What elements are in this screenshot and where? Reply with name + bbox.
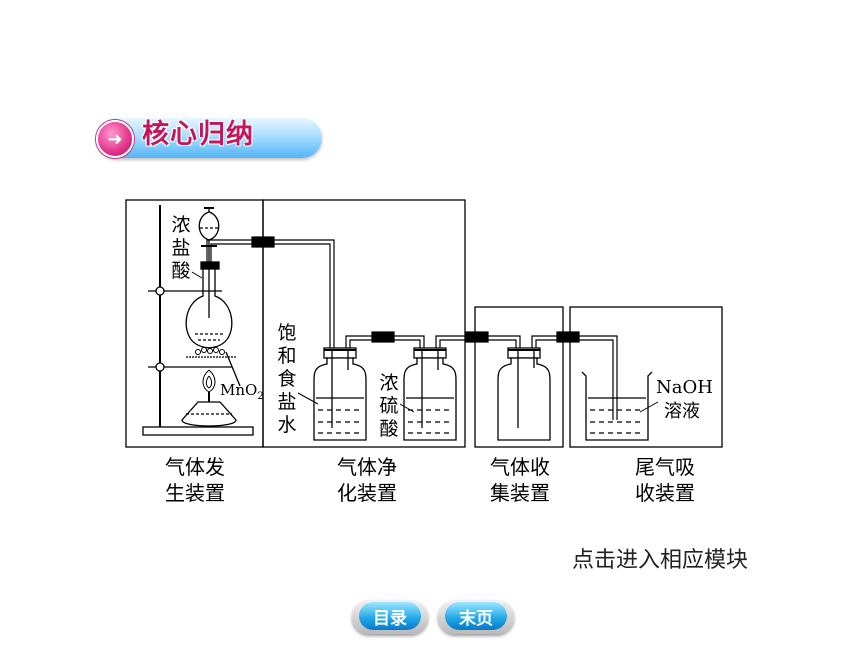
label-conc-hcl: 浓盐酸 (170, 214, 192, 283)
absorption-beaker (581, 371, 653, 441)
caption-absorption: 尾气吸 收装置 (610, 454, 720, 506)
alcohol-lamp (181, 369, 237, 427)
caption-purification: 气体净 化装置 (312, 454, 422, 506)
label-saturated-brine-text: 饱和食盐水 (277, 322, 297, 436)
caption-purification-line1: 气体净 (337, 455, 397, 479)
caption-collection-line1: 气体收 (490, 455, 550, 479)
module-hint-link[interactable]: 点击进入相应模块 (572, 548, 749, 573)
caption-absorption-line1: 尾气吸 (635, 455, 695, 479)
toc-button[interactable]: 目录 (352, 600, 428, 634)
caption-generation: 气体发 生装置 (140, 454, 250, 506)
banner-title: 核心归纳 (142, 119, 254, 150)
collection-bottle (497, 347, 551, 441)
label-naoh-solution: 溶液 (664, 401, 700, 422)
label-mno2-subscript: 2 (257, 391, 264, 402)
caption-collection-line2: 集装置 (490, 481, 550, 505)
label-mno2-formula: MnO (220, 381, 258, 399)
label-saturated-brine: 饱和食盐水 (276, 322, 298, 437)
label-conc-hcl-text: 浓盐酸 (171, 214, 191, 282)
separatory-funnel (198, 207, 220, 262)
toc-button-label: 目录 (359, 602, 421, 630)
label-conc-h2so4: 浓硫酸 (378, 372, 400, 441)
last-page-button[interactable]: 末页 (438, 600, 514, 634)
label-naoh-formula: NaOH (656, 377, 713, 398)
caption-collection: 气体收 集装置 (465, 454, 575, 506)
iron-stand (142, 205, 254, 436)
round-bottom-flask (185, 261, 241, 387)
caption-generation-line2: 生装置 (165, 481, 225, 505)
mno2-solid (195, 347, 225, 355)
caption-absorption-line2: 收装置 (635, 481, 695, 505)
washing-bottle-brine (313, 347, 367, 441)
purification-frame (262, 199, 466, 448)
caption-generation-line1: 气体发 (165, 455, 225, 479)
generation-frame (125, 199, 264, 448)
last-page-button-label: 末页 (445, 602, 507, 630)
collection-frame (474, 306, 564, 448)
label-conc-h2so4-text: 浓硫酸 (379, 372, 399, 440)
section-banner: ➜ 核心归纳 (88, 108, 324, 160)
arrow-right-circle-icon: ➜ (96, 120, 134, 158)
leader-lines (191, 271, 659, 413)
absorption-frame (569, 306, 723, 448)
label-mno2: MnO2 (220, 381, 264, 402)
label-naoh: NaOH 溶液 (656, 376, 713, 424)
washing-bottle-h2so4 (403, 347, 457, 441)
caption-purification-line2: 化装置 (337, 481, 397, 505)
